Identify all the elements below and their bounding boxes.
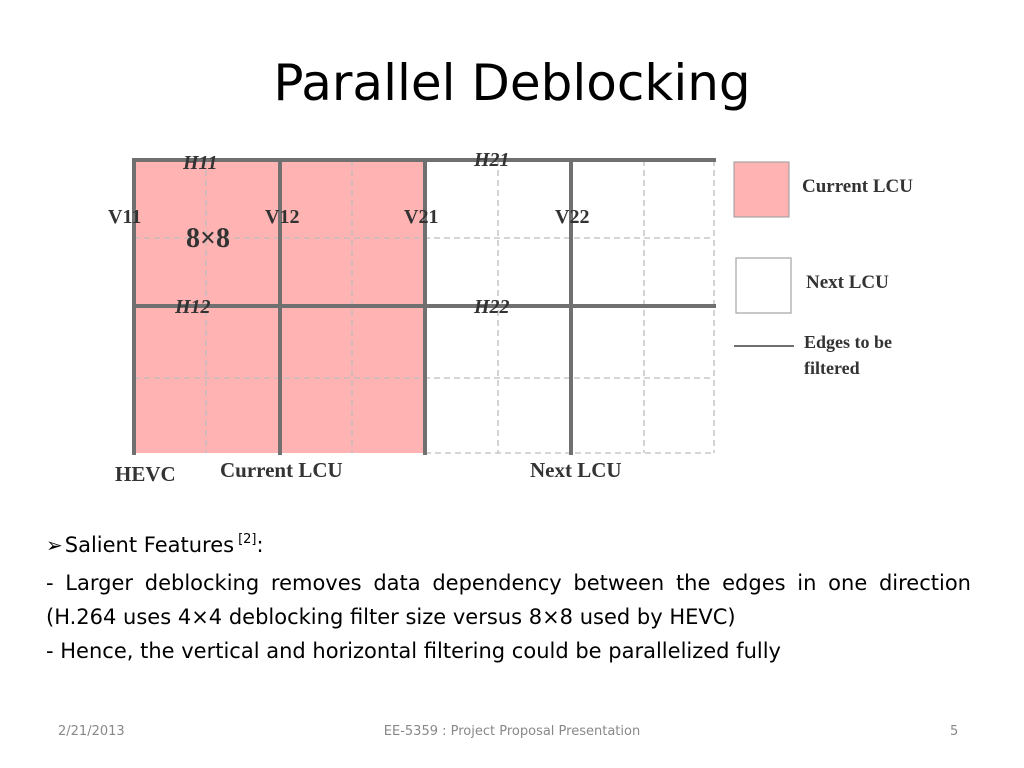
label-hevc: HEVC [115, 462, 176, 486]
label-current-lcu: Current LCU [220, 458, 343, 482]
legend-next-swatch [735, 257, 792, 314]
label-v21: V21 [404, 206, 438, 228]
label-next-lcu: Next LCU [530, 458, 622, 482]
heading-text: Salient Features [64, 533, 235, 557]
label-h12: H12 [174, 296, 211, 318]
slide-title: Parallel Deblocking [273, 54, 751, 112]
label-h22: H22 [473, 296, 510, 318]
label-v22: V22 [555, 206, 589, 228]
content-block: ➢ Salient Features [2] : - Larger debloc… [46, 528, 971, 668]
block-size-label: 8×8 [186, 223, 230, 254]
footer-page-number: 5 [950, 724, 959, 739]
reference-marker: [2] [238, 532, 257, 547]
bullet-heading: ➢ Salient Features [2] : [46, 528, 971, 566]
arrow-bullet-icon: ➢ [46, 533, 63, 557]
feature-line-2: - Hence, the vertical and horizontal fil… [46, 639, 781, 663]
footer-date: 2/21/2013 [58, 724, 125, 739]
legend-current-swatch [733, 161, 790, 218]
filter-edges [132, 158, 716, 455]
label-v12: V12 [265, 206, 299, 228]
label-v11: V11 [108, 206, 141, 228]
feature-line-1: - Larger deblocking removes data depende… [46, 571, 971, 629]
label-h21: H21 [473, 149, 510, 171]
heading-colon: : [256, 533, 264, 557]
legend-edges-line1: Edges to be [804, 332, 892, 352]
legend-next-label: Next LCU [806, 272, 889, 293]
label-h11: H11 [182, 152, 217, 174]
footer-title: EE-5359 : Project Proposal Presentation [383, 724, 641, 739]
legend-edges-line2: filtered [804, 358, 860, 378]
legend-current-label: Current LCU [802, 176, 913, 197]
